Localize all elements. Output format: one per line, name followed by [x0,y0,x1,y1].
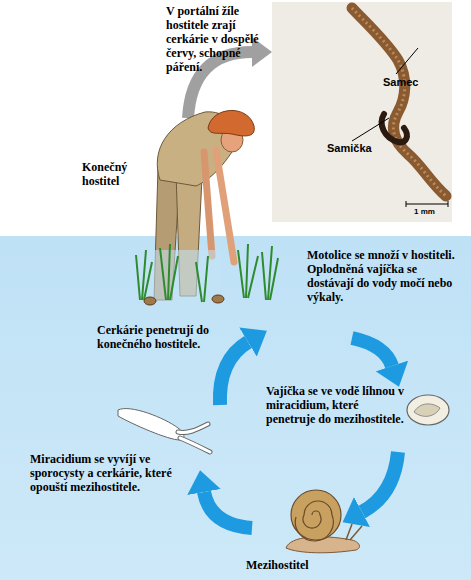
male-worm [352,8,446,196]
annotation-text: Cerkárie penetrují do konečného hostitel… [97,323,215,351]
water-band [0,236,471,580]
rice-plant [238,244,258,298]
photo-frame [272,2,452,222]
rice-plant [262,246,278,300]
cycle-arrow [362,452,398,512]
cercaria-tail [178,424,210,452]
water-overlay [140,250,220,310]
farmer-arm [216,150,234,262]
cercaria [118,409,184,440]
snail-shell [291,490,341,540]
cycle-arrow [204,492,252,528]
scale-bar [406,203,448,204]
rice-plants [136,244,278,302]
annotation-text: Vajíčka se ve vodě líhnou v miracidium, … [266,384,404,426]
cycle-arrow [220,342,248,405]
rice-plant [196,256,208,302]
annotation-text: Samec [383,76,433,89]
female-worm [382,114,407,142]
rice-plant [136,250,152,300]
annotation-text: Motolice se množí v hostiteli. Oplodněná… [307,248,462,304]
cycle-arrow [352,338,392,366]
leader-line [396,48,418,74]
annotation-text: V portální žíle hostitele zrají cerkárie… [166,4,268,74]
scale-bar [448,201,449,207]
small-snail [212,295,224,303]
miracidium [414,404,440,416]
snail-spiral [295,501,333,541]
annotation-text: 1 mm [414,207,454,217]
scale-bar [406,201,407,207]
annotation-text: Samička [327,142,387,155]
rice-plant [160,244,178,300]
snail-tentacle [350,526,362,540]
worm-texture [352,8,446,196]
cercaria-tail [178,424,210,452]
snail-tentacle [346,524,352,540]
farmer-hat [208,110,254,135]
small-snail [144,297,156,305]
leader-line [352,118,389,141]
farmer-arm [204,152,212,256]
annotation-text: Miracidium se vyvíjí ve sporocysty a cer… [30,452,198,494]
annotation-text: Konečný hostitel [82,160,144,188]
annotation-text: Mezihostitel [246,558,356,572]
egg [407,395,449,425]
